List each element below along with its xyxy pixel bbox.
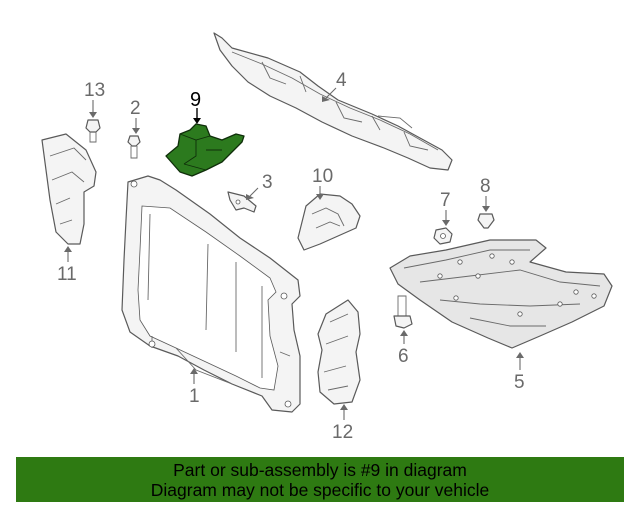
- leader-lines: [64, 87, 524, 420]
- bolt-2[interactable]: [127, 135, 141, 159]
- part-1-radiator-support[interactable]: [121, 175, 301, 413]
- callout-13: 13: [84, 80, 105, 101]
- nut-7[interactable]: [433, 227, 453, 245]
- callout-1: 1: [189, 386, 200, 407]
- banner-line-1: Part or sub-assembly is #9 in diagram: [173, 460, 467, 480]
- callout-5: 5: [514, 372, 525, 393]
- banner-line-2: Diagram may not be specific to your vehi…: [150, 480, 490, 500]
- part-11-left-air-guide[interactable]: [41, 133, 97, 245]
- part-3-small-bracket[interactable]: [227, 191, 257, 213]
- callout-11: 11: [57, 264, 77, 285]
- callout-7: 7: [440, 190, 451, 211]
- parts-diagram: 13 2 9 4 3 10 7 8 11 6 5 1 12: [41, 32, 613, 443]
- callout-4: 4: [336, 70, 347, 91]
- part-10-bracket[interactable]: [297, 193, 361, 251]
- part-info-banner: Part or sub-assembly is #9 in diagram Di…: [16, 457, 624, 502]
- part-9-bracket-highlighted[interactable]: [165, 123, 245, 177]
- bolt-13[interactable]: [85, 119, 101, 143]
- bolt-6[interactable]: [393, 295, 413, 329]
- part-5-under-cover[interactable]: [389, 239, 613, 349]
- callout-6: 6: [398, 346, 409, 367]
- callout-9[interactable]: 9: [190, 89, 201, 111]
- part-4-upper-cover[interactable]: [213, 32, 453, 171]
- callout-12: 12: [332, 422, 353, 443]
- part-12-right-air-guide[interactable]: [317, 299, 361, 405]
- callout-3: 3: [262, 172, 273, 193]
- callout-2: 2: [130, 98, 141, 119]
- clip-8[interactable]: [477, 213, 495, 229]
- callout-8: 8: [480, 176, 491, 197]
- callout-10: 10: [312, 166, 333, 187]
